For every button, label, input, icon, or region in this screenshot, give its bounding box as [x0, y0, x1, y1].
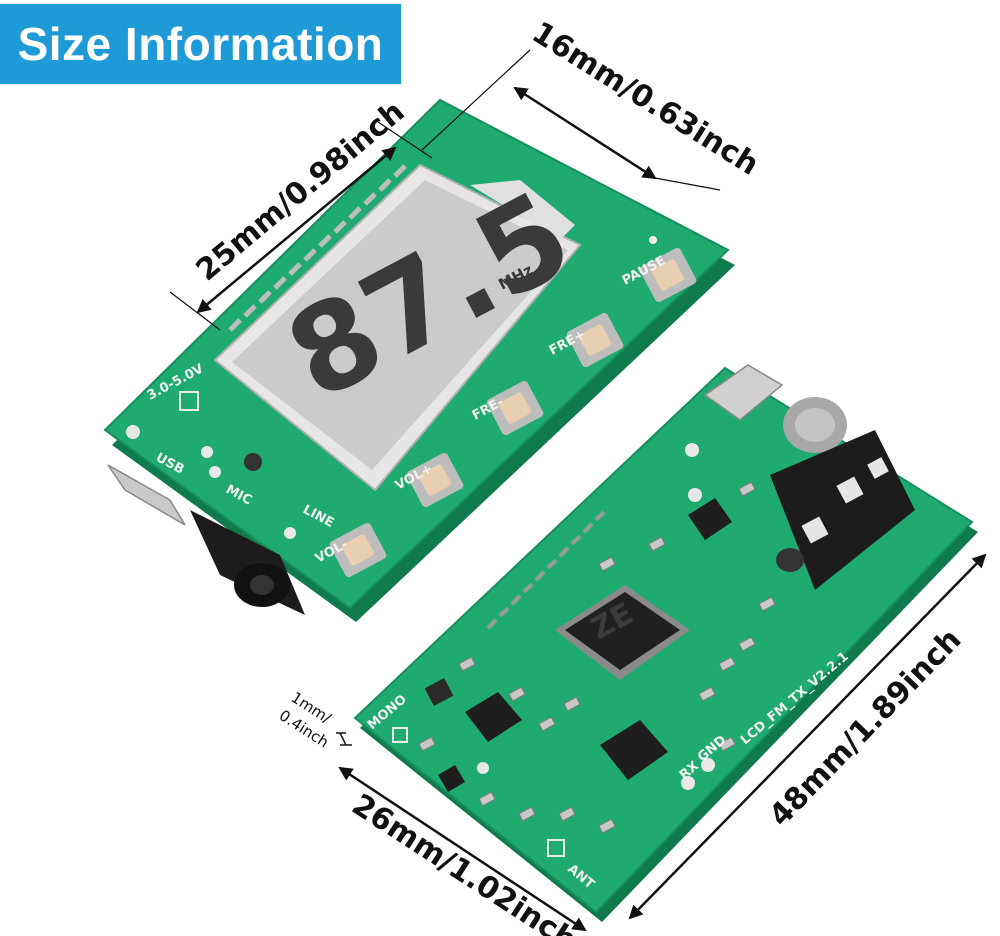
usb-port [107, 464, 186, 526]
ic-chip-2 [465, 692, 522, 742]
button-fre-minus[interactable] [485, 380, 544, 437]
audio-jack-board1 [190, 510, 305, 615]
button-vol-minus[interactable] [328, 522, 387, 579]
electret-microphone [783, 397, 847, 453]
dimension-lines [169, 49, 987, 932]
ic-chip-3 [688, 498, 732, 540]
button-vol-plus[interactable] [405, 452, 464, 509]
display-board: 87.5 MHz PAUSE FRE+ FRE- [103, 98, 735, 622]
microphone [244, 453, 262, 471]
title-badge: Size Information [0, 4, 401, 84]
button-pause[interactable] [638, 247, 697, 304]
header-pins [486, 510, 606, 630]
page-title: Size Information [17, 18, 384, 70]
inductor [424, 678, 454, 706]
button-fre-plus[interactable] [565, 312, 624, 369]
lcd-display: 87.5 MHz [213, 163, 593, 492]
micro-usb-port [703, 364, 784, 421]
dim-width-top: 16mm/0.63inch [526, 15, 765, 182]
